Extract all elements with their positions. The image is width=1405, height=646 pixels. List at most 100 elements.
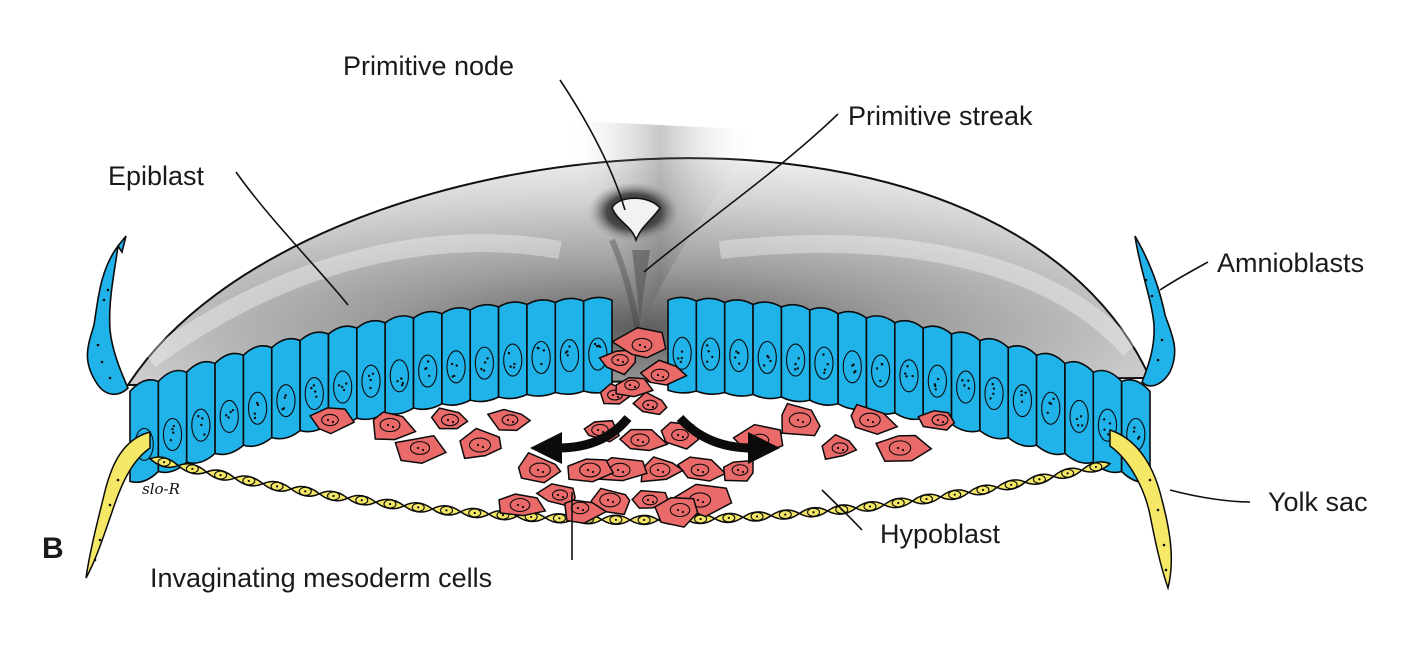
yolk-sac-wall-left	[85, 431, 151, 579]
epiblast-cell	[384, 315, 415, 415]
epiblast-cell	[1064, 360, 1095, 464]
primitive-streak	[609, 238, 650, 331]
epiblast-cell	[185, 360, 216, 464]
mesoderm-cell	[821, 433, 858, 461]
amnioblasts-left	[86, 235, 129, 395]
mesoderm-cell	[781, 402, 821, 437]
label-epiblast: Epiblast	[108, 161, 205, 191]
epiblast-layer	[129, 296, 1151, 484]
hypoblast-cell	[289, 485, 321, 497]
epiblast-cell	[299, 331, 330, 433]
hypoblast-cell	[628, 514, 660, 526]
hypoblast-cell	[233, 475, 265, 487]
hypoblast-cell	[967, 484, 999, 496]
mesoderm-cell	[917, 409, 956, 431]
hypoblast-cell	[798, 506, 830, 518]
hypoblast-cell	[939, 489, 971, 501]
hypoblast-cell	[1023, 473, 1055, 485]
mesoderm-cell	[372, 411, 417, 441]
mesoderm-cell	[486, 408, 532, 432]
leader-lines	[235, 79, 1251, 560]
epiblast-cell	[808, 307, 839, 406]
mesoderm-cell	[850, 403, 899, 435]
epiblast-cell	[270, 337, 301, 440]
mesoderm-cell	[459, 427, 502, 460]
hypoblast-cell	[459, 507, 491, 519]
mesoderm-cell	[640, 456, 685, 483]
epiblast-cell	[242, 345, 273, 448]
mesoderm-cell	[567, 458, 615, 483]
hypoblast-cell	[261, 480, 293, 492]
mesoderm-cell	[308, 407, 356, 435]
label-yolk-sac: Yolk sac	[1268, 487, 1368, 517]
epiblast-cell	[412, 310, 443, 411]
epiblast-cell	[780, 303, 811, 403]
epiblast-cell	[865, 315, 896, 415]
mesoderm-cell	[676, 456, 727, 482]
mesoderm-cell	[639, 359, 688, 386]
label-hypoblast: Hypoblast	[880, 519, 1001, 549]
mesoderm-cell	[654, 496, 699, 528]
epiblast-cell	[695, 297, 726, 395]
epiblast-cell	[979, 337, 1010, 440]
epiblast-cell	[214, 352, 245, 456]
label-amnioblasts: Amnioblasts	[1217, 248, 1364, 278]
epiblast-cell	[950, 331, 981, 433]
mesoderm-cell	[430, 407, 469, 430]
epiblast-cell	[1007, 345, 1038, 448]
mesoderm-layer	[308, 326, 956, 528]
mesoderm-cell	[615, 376, 655, 398]
migration-arrow-left	[530, 415, 632, 464]
label-invaginating-mesoderm: Invaginating mesoderm cells	[150, 563, 492, 593]
epiblast-cell	[894, 319, 924, 421]
hypoblast-cell	[1052, 467, 1084, 480]
mesoderm-cell	[875, 434, 933, 463]
epiblast-cell	[837, 310, 868, 411]
hypoblast-cell	[995, 479, 1027, 491]
amnioblasts-right	[1134, 235, 1176, 387]
hypoblast-cell	[430, 505, 462, 516]
migration-arrow-right	[676, 414, 780, 464]
epiblast-cell	[1092, 369, 1123, 474]
epiblast-cell	[582, 296, 613, 394]
hypoblast-cell	[402, 502, 434, 513]
label-primitive-streak: Primitive streak	[848, 101, 1033, 131]
hypoblast-cell	[205, 469, 237, 481]
epiblast-cell	[497, 301, 528, 400]
hypoblast-cell	[600, 514, 632, 526]
hypoblast-cell	[882, 497, 914, 509]
yolk-sac-wall-right	[1109, 428, 1173, 591]
hypoblast-cell	[1080, 461, 1112, 473]
hypoblast-cell	[910, 493, 942, 505]
epiblast-cell	[554, 297, 585, 395]
epiblast-cell	[157, 369, 188, 474]
epiblast-cell	[1035, 352, 1066, 456]
mesoderm-cell	[517, 451, 562, 484]
mesoderm-cell	[498, 493, 547, 517]
artist-signature: slo-R	[142, 480, 180, 498]
epiblast-cell	[441, 307, 472, 406]
epiblast-cell	[526, 299, 557, 397]
mesoderm-cell	[632, 391, 668, 416]
epiblast-cell	[922, 325, 953, 427]
panel-letter: B	[42, 532, 64, 565]
hypoblast-cell	[346, 494, 378, 506]
hypoblast-cell	[854, 501, 886, 512]
hypoblast-cell	[713, 512, 745, 524]
mesoderm-cell	[394, 434, 448, 465]
hypoblast-cell	[374, 498, 406, 510]
hypoblast-cell	[741, 511, 773, 522]
primitive-node	[588, 182, 680, 243]
hypoblast-cell	[769, 509, 801, 520]
epiblast-cell	[752, 301, 783, 400]
epiblast-cell	[469, 303, 500, 403]
epiblast-cell	[356, 319, 386, 421]
mesoderm-cell	[610, 326, 667, 359]
epiblast-cell	[723, 299, 754, 397]
epiblast-cell	[129, 379, 160, 484]
hypoblast-cell	[176, 463, 208, 475]
hypoblast-cell	[318, 490, 350, 502]
mesoderm-cell	[618, 428, 669, 452]
label-primitive-node: Primitive node	[343, 51, 514, 81]
